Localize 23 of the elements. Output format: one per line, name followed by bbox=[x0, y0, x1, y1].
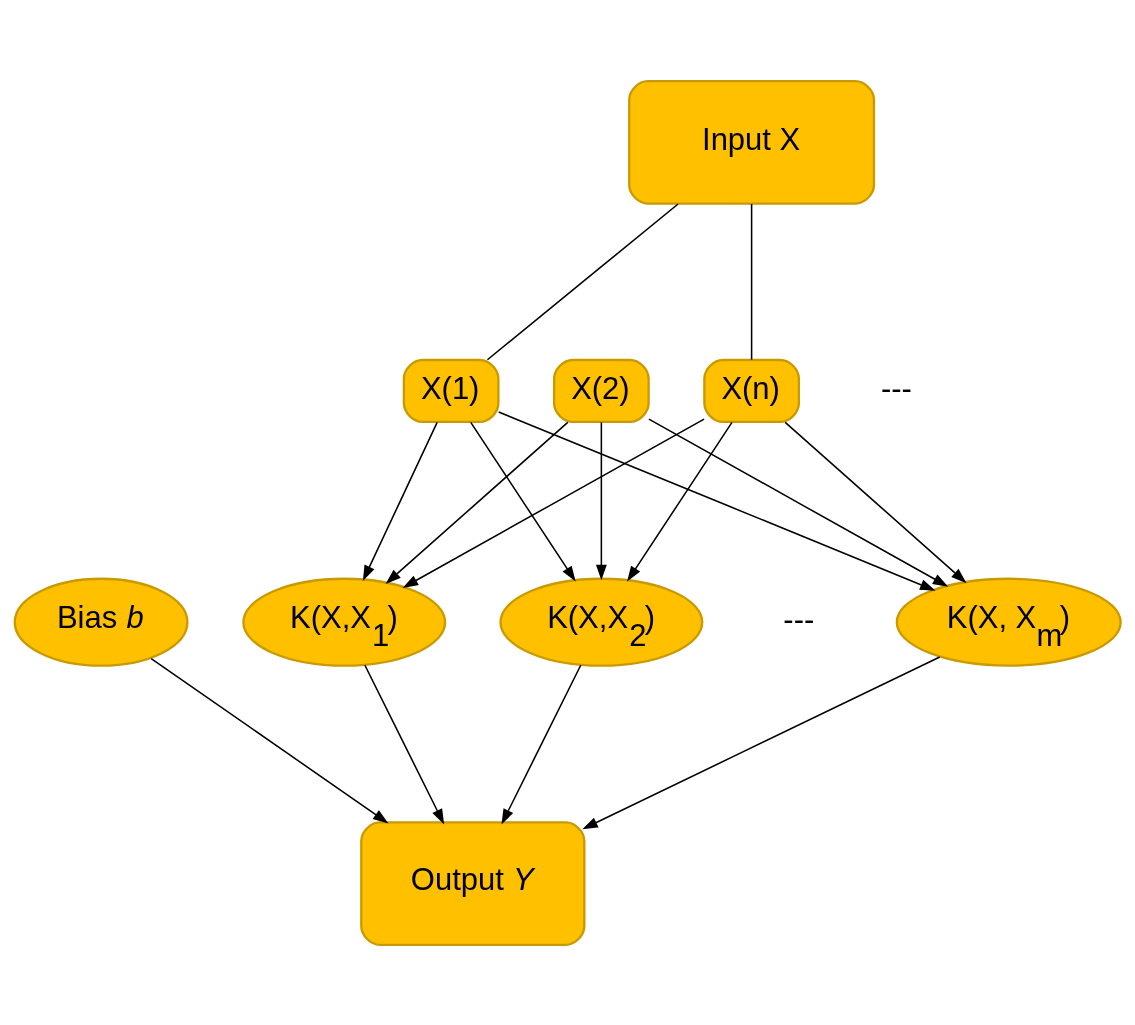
node-box: X(2) bbox=[552, 358, 650, 423]
arrow bbox=[627, 421, 733, 582]
arrow bbox=[362, 421, 438, 581]
arrow bbox=[364, 663, 445, 824]
arrow bbox=[595, 421, 607, 580]
arrow bbox=[582, 655, 941, 829]
node-box: X(1) bbox=[402, 358, 500, 423]
node-box: Input X bbox=[628, 79, 876, 205]
arrow bbox=[385, 421, 569, 584]
arrow bbox=[402, 417, 705, 588]
arrow bbox=[784, 421, 967, 583]
connector bbox=[750, 202, 753, 361]
arrow bbox=[497, 410, 936, 591]
node-box: X(n) bbox=[703, 358, 800, 423]
node-box: Output Y bbox=[360, 820, 586, 946]
connector bbox=[486, 202, 679, 361]
arrow bbox=[470, 421, 576, 582]
label: --- bbox=[783, 601, 815, 637]
arrow bbox=[648, 417, 949, 587]
arrow bbox=[501, 663, 582, 824]
label: --- bbox=[880, 370, 912, 406]
arrow bbox=[150, 657, 389, 823]
node-ellipse: Bias b bbox=[13, 577, 189, 667]
